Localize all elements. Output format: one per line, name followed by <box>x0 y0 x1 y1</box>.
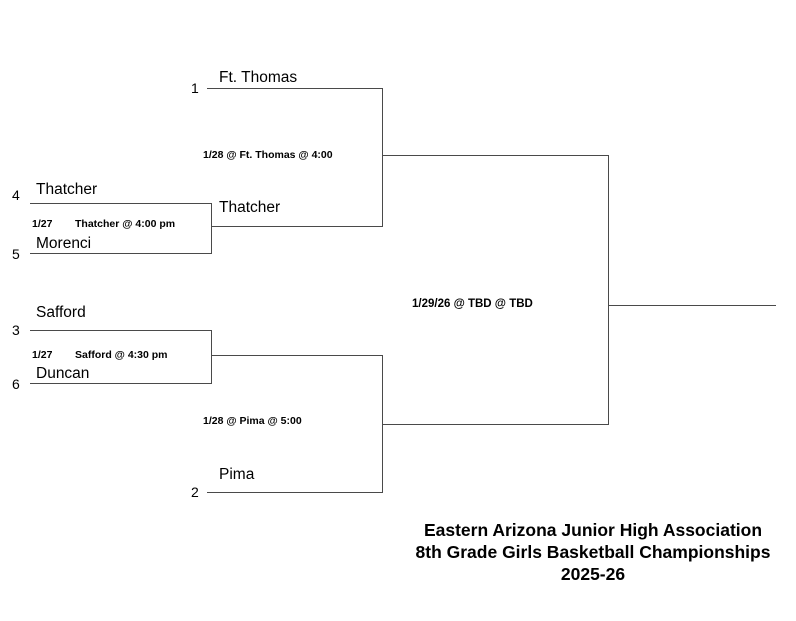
bracket-connector-r2g1 <box>382 88 383 227</box>
bracket-connector-final <box>608 155 609 425</box>
bracket-line-champion <box>608 305 776 306</box>
bracket-line-final-bottom <box>382 424 609 425</box>
bracket-line-r2g2-bottom <box>207 492 383 493</box>
title-line-event: 8th Grade Girls Basketball Championships <box>415 542 771 562</box>
game-info-r1g2: Safford @ 4:30 pm <box>75 349 168 361</box>
game-info-r1g1: Thatcher @ 4:00 pm <box>75 218 176 230</box>
seed-number-5: 5 <box>12 246 20 262</box>
team-duncan-seed6: Duncan <box>36 365 90 382</box>
game-date-r1g2: 1/27 <box>32 349 53 361</box>
game-date-r1g1: 1/27 <box>32 218 53 230</box>
seed-number-2: 2 <box>191 484 199 500</box>
bracket-line-r1g1-bottom <box>30 253 211 254</box>
game-info-final: 1/29/26 @ TBD @ TBD <box>412 298 533 310</box>
bracket-connector-r1g1 <box>211 203 212 254</box>
seed-number-4: 4 <box>12 187 20 203</box>
bracket-connector-r1g2 <box>211 330 212 384</box>
team-thatcher-seed4: Thatcher <box>36 181 98 198</box>
team-morenci-seed5: Morenci <box>36 235 92 252</box>
seed-number-3: 3 <box>12 322 20 338</box>
team-thatcher-r2-winner: Thatcher <box>219 199 281 216</box>
title-line-season: 2025-26 <box>560 564 626 584</box>
title-line-organization: Eastern Arizona Junior High Association <box>423 520 763 540</box>
title-block: Eastern Arizona Junior High Association … <box>400 519 786 585</box>
team-safford-seed3: Safford <box>36 304 86 321</box>
seed-number-1: 1 <box>191 80 199 96</box>
bracket-line-r2g2-top <box>211 355 383 356</box>
team-ft-thomas-seed1: Ft. Thomas <box>219 69 298 86</box>
game-info-r2g1: 1/28 @ Ft. Thomas @ 4:00 <box>203 149 333 161</box>
seed-number-6: 6 <box>12 376 20 392</box>
bracket-line-r2g1-top <box>207 88 383 89</box>
game-info-r2g2: 1/28 @ Pima @ 5:00 <box>203 415 302 427</box>
bracket-line-r1g2-bottom <box>30 383 211 384</box>
bracket-line-r1g1-top <box>30 203 211 204</box>
bracket-line-r2g1-bottom <box>211 226 383 227</box>
bracket-line-final-top <box>382 155 609 156</box>
team-pima-seed2: Pima <box>219 466 255 483</box>
bracket-line-r1g2-top <box>30 330 211 331</box>
